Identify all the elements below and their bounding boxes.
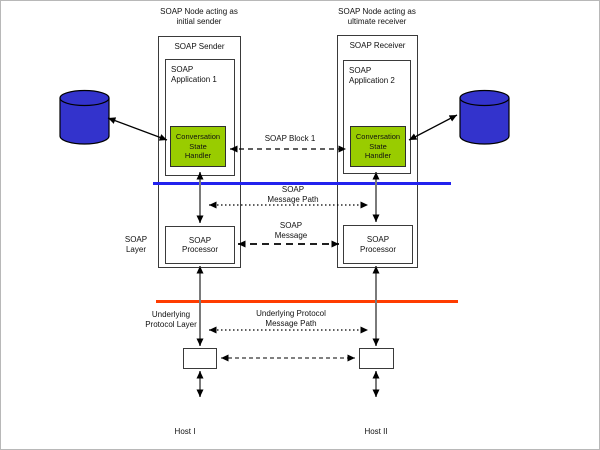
host-1-label: Host I: [174, 427, 196, 436]
conversation-state-handler-right-box: Conversation State Handler: [350, 126, 406, 167]
soap-message-label: SOAP Message: [274, 221, 308, 240]
underlying-protocol-message-path-label: Underlying Protocol Message Path: [256, 309, 326, 328]
soap-processor-left-box: SOAP Processor: [165, 226, 235, 264]
database-cylinder-right-icon: [459, 89, 510, 145]
soap-message-path-label: SOAP Message Path: [267, 185, 319, 204]
soap-processor-right-box: SOAP Processor: [343, 225, 413, 264]
conversation-state-handler-right-label: Conversation State Handler: [355, 132, 401, 161]
soap-layer-label: SOAP Layer: [124, 235, 148, 254]
soap-processor-right-label: SOAP Processor: [359, 235, 396, 254]
soap-application-1-label: SOAP Application 1: [171, 65, 217, 84]
soap-block-1-label: SOAP Block 1: [264, 134, 316, 143]
underlying-protocol-layer-label: Underlying Protocol Layer: [145, 310, 197, 329]
conversation-state-handler-left-box: Conversation State Handler: [170, 126, 226, 167]
conversation-state-handler-left-label: Conversation State Handler: [175, 132, 221, 161]
soap-application-2-label: SOAP Application 2: [349, 66, 395, 85]
database-cylinder-left-icon: [59, 89, 110, 145]
host-2-label: Host II: [364, 427, 388, 436]
header-initial-sender: SOAP Node acting as initial sender: [160, 7, 238, 26]
soap-receiver-title: SOAP Receiver: [349, 41, 406, 50]
soap-processor-left-label: SOAP Processor: [181, 235, 218, 255]
header-ultimate-receiver: SOAP Node acting as ultimate receiver: [338, 7, 416, 26]
underlying-protocol-node-left-box: [183, 348, 217, 369]
underlying-protocol-node-right-box: [359, 348, 394, 369]
soap-sender-title: SOAP Sender: [174, 42, 225, 51]
